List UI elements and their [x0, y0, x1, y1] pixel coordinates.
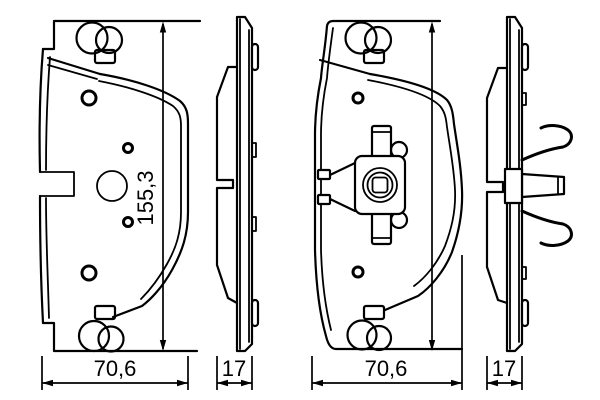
width-dimension-inner: 70,6 — [311, 255, 463, 390]
outer-pad-front-view — [38, 19, 202, 353]
rivet-hole — [80, 264, 98, 282]
guide-lug — [250, 42, 260, 72]
damper-clip-side — [503, 124, 573, 247]
top-ear-lobe — [344, 21, 378, 55]
height-dimension-inner — [428, 21, 436, 351]
clip-arm — [328, 161, 357, 213]
small-hole — [122, 142, 134, 154]
bottom-ear-lobe — [346, 319, 378, 351]
inner-pad-front-view — [313, 19, 464, 352]
clip-top-post — [370, 124, 393, 159]
outer-pad-side-view — [215, 15, 260, 353]
guide-lug — [520, 42, 530, 72]
guide-lug — [250, 298, 260, 328]
height-dimension-label: 155,3 — [133, 170, 158, 225]
clip-boss — [520, 172, 566, 199]
height-dimension: 155,3 — [133, 21, 167, 351]
clip-body — [353, 154, 407, 216]
clip-square-hole — [371, 176, 389, 194]
width-dimension-label-outer: 70,6 — [94, 356, 137, 381]
thickness-dimension-label-inner: 17 — [492, 356, 516, 381]
damper-clip-front — [316, 124, 409, 246]
inner-pad-side-view — [485, 15, 573, 353]
center-hole — [96, 170, 128, 202]
spring-arm-upper — [520, 124, 573, 162]
guide-lug — [520, 298, 530, 328]
thickness-dimension-label-outer: 17 — [222, 356, 246, 381]
small-hole — [351, 265, 365, 279]
spring-arm-lower — [520, 209, 573, 247]
thickness-dimension-outer: 17 — [216, 356, 253, 390]
small-hole — [351, 91, 365, 105]
bottom-ear-lobe — [77, 319, 111, 353]
small-hole — [122, 216, 134, 228]
top-ear-lobe — [75, 21, 109, 55]
clip-bottom-post — [370, 211, 393, 246]
thickness-dimension-inner: 17 — [486, 356, 523, 390]
clip-base — [503, 167, 524, 205]
rivet-hole — [80, 89, 98, 107]
width-dimension-outer: 70,6 — [41, 356, 189, 390]
width-dimension-label-inner: 70,6 — [365, 356, 408, 381]
